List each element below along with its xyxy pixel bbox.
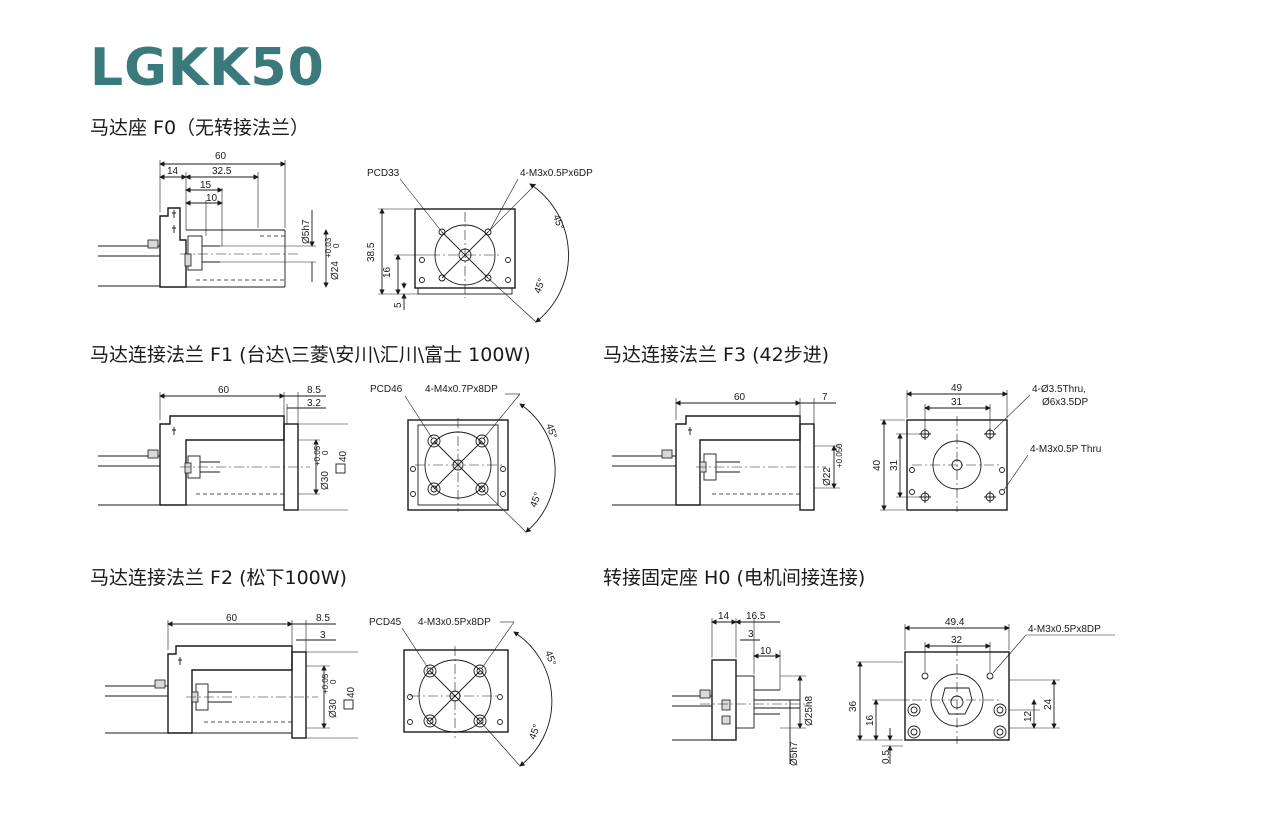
f1-dim-30: Ø30: [320, 471, 331, 490]
f0-holes: 4-M3x0.5Px6DP: [520, 168, 593, 179]
f1-side-view: 60 8.5 3.2 Ø30 +0.05 0 40: [98, 385, 349, 511]
f1-dim-60: 60: [218, 385, 230, 396]
f0-angle-2: 45°: [532, 277, 548, 295]
f3-dim-49: 49: [951, 383, 963, 394]
f1-dim-8-5: 8.5: [307, 385, 321, 396]
f3-holes-1b: Ø6x3.5DP: [1042, 397, 1088, 408]
f2-side-view: 60 8.5 3 Ø30 +0.05 0 40: [105, 613, 358, 739]
f3-dim-60: 60: [734, 392, 746, 403]
f0-dim-14: 14: [167, 166, 179, 177]
h0-dim-12: 12: [1023, 710, 1034, 722]
f1-dim-40: 40: [338, 450, 349, 462]
f3-dim-22-tol2: 0: [835, 443, 844, 448]
h0-dim-49-4: 49.4: [945, 617, 965, 628]
f1-angle-2: 45°: [528, 491, 544, 509]
h0-dim-5h7: Ø5h7: [789, 741, 800, 766]
f1-angle-1: 45°: [543, 422, 559, 440]
h0-dim-16: 16: [865, 714, 876, 726]
f1-pcd: PCD46: [370, 384, 403, 395]
h0-dim-10: 10: [760, 646, 772, 657]
f3-front-view: 49 31 40 31 4-Ø3.5Thru, Ø6x3.5DP 4-M3x0.…: [872, 383, 1101, 512]
f0-dim-60: 60: [215, 151, 227, 162]
h0-dim-3: 3: [748, 629, 754, 640]
f0-dim-15: 15: [200, 180, 212, 191]
heading-f3: 马达连接法兰 F3 (42步进): [603, 344, 830, 366]
h0-dim-16-5: 16.5: [746, 611, 766, 622]
h0-side-view: 14 16.5 3 10 Ø25h8 Ø5h7: [672, 611, 815, 766]
f0-front-view: PCD33 4-M3x0.5Px6DP 38.5 16 5 45° 45°: [366, 168, 593, 323]
f2-dim-3: 3: [320, 630, 326, 641]
f0-dim-10: 10: [206, 193, 218, 204]
f2-pcd: PCD45: [369, 617, 402, 628]
f0-dim-38-5: 38.5: [366, 242, 377, 262]
f2-holes: 4-M3x0.5Px8DP: [418, 617, 491, 628]
f0-pcd: PCD33: [367, 168, 400, 179]
f2-dim-60: 60: [226, 613, 238, 624]
f3-side-view: 60 7 Ø22 +0.05 0: [612, 392, 844, 511]
f1-front-view: PCD46 4-M4x0.7Px8DP 45° 45°: [370, 384, 559, 533]
f3-dim-31: 31: [951, 397, 963, 408]
f2-angle-1: 45°: [542, 649, 558, 667]
f1-holes: 4-M4x0.7Px8DP: [425, 384, 498, 395]
f1-dim-3-2: 3.2: [307, 398, 321, 409]
h0-dim-24: 24: [1043, 698, 1054, 710]
h0-dim-36: 36: [848, 700, 859, 712]
f0-dim-5h7: Ø5h7: [301, 219, 312, 244]
f0-dim-32-5: 32.5: [212, 166, 232, 177]
f2-front-view: PCD45 4-M3x0.5Px8DP 45° 45°: [369, 617, 558, 767]
h0-dim-25h8: Ø25h8: [804, 696, 815, 726]
page-title: LGKK50: [90, 38, 325, 98]
f0-dim-16: 16: [382, 266, 393, 278]
h0-dim-0-5: 0.5: [881, 750, 892, 764]
h0-front-view: 49.4 32 4-M3x0.5Px8DP 36 16 0.5 12 24: [848, 617, 1115, 764]
f0-dim-24-tol: +0.03: [324, 237, 333, 258]
f1-dim-30-tol: +0.05: [313, 445, 322, 466]
f0-side-view: 60 14 32.5 15 10 Ø5h7 Ø24 +0.03 0: [98, 151, 341, 288]
f0-dim-24: Ø24: [330, 261, 341, 280]
f0-dim-5: 5: [393, 302, 404, 308]
f3-dim-7: 7: [822, 392, 828, 403]
heading-h0: 转接固定座 H0 (电机间接连接): [603, 567, 866, 589]
heading-f1: 马达连接法兰 F1 (台达\三菱\安川\汇川\富士 100W): [90, 344, 531, 366]
h0-dim-32: 32: [951, 635, 963, 646]
f3-dim-40: 40: [872, 459, 883, 471]
f3-dim-22-tol: +0.05: [835, 447, 844, 468]
f1-dim-30-tol2: 0: [321, 450, 330, 455]
f3-dim-22: Ø22: [822, 467, 833, 486]
f0-angle-1: 45°: [550, 213, 566, 231]
f2-dim-8-5: 8.5: [316, 613, 330, 624]
f2-angle-2: 45°: [527, 723, 543, 741]
heading-f2: 马达连接法兰 F2 (松下100W): [90, 567, 347, 589]
f2-dim-30: Ø30: [328, 699, 339, 718]
heading-f0: 马达座 F0（无转接法兰）: [90, 117, 310, 139]
h0-dim-14: 14: [718, 611, 730, 622]
h0-holes: 4-M3x0.5Px8DP: [1028, 624, 1101, 635]
f2-dim-30-tol2: 0: [329, 679, 338, 684]
f2-dim-40: 40: [346, 686, 357, 698]
f0-dim-24-tol2: 0: [332, 243, 341, 248]
f3-dim-31v: 31: [889, 459, 900, 471]
f3-holes-2: 4-M3x0.5P Thru: [1030, 444, 1101, 455]
f2-dim-30-tol: +0.05: [321, 673, 330, 694]
f3-holes-1: 4-Ø3.5Thru,: [1032, 384, 1086, 395]
